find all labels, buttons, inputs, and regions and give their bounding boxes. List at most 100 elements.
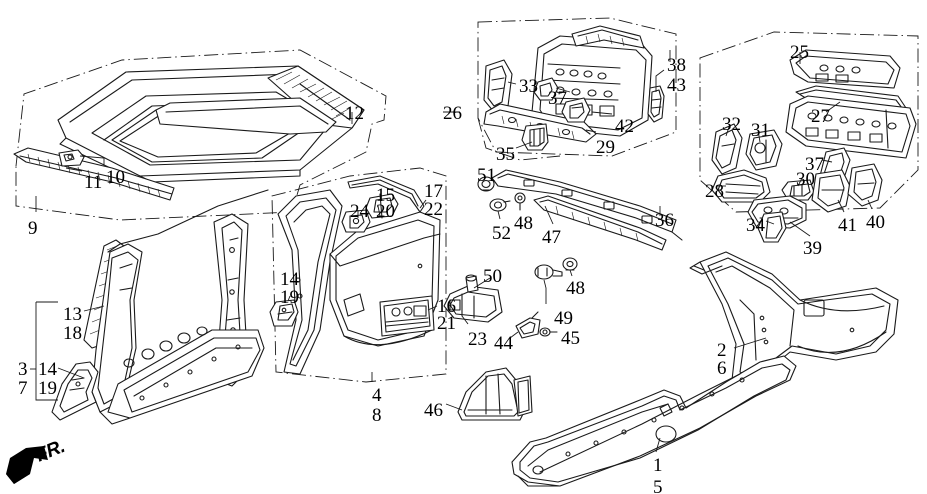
rear-structure-assembly: [711, 49, 917, 243]
leader-35: [515, 141, 533, 149]
callout-52: 52: [492, 223, 511, 244]
callout-1: 1: [653, 455, 663, 476]
callout-6: 6: [717, 358, 727, 379]
callout-9: 9: [28, 218, 38, 239]
callout-27: 27: [811, 106, 830, 127]
callout-16: 16: [437, 296, 456, 317]
callout-15: 15: [376, 185, 395, 206]
callout-4: 4: [372, 385, 382, 406]
callout-29: 29: [596, 137, 615, 158]
clip-51: [477, 176, 495, 192]
leader-52: [497, 210, 501, 220]
leader-37: [555, 87, 571, 93]
callout-18: 18: [63, 323, 82, 344]
leader-43: [655, 69, 665, 92]
roof-rail-secondary: [155, 97, 337, 135]
roof-group-boundary: [15, 49, 387, 221]
clip-48-bottom: [562, 257, 578, 271]
callout-43: 43: [667, 75, 686, 96]
rocker-sill-right: [511, 355, 797, 487]
bracket-14-19-mid: [269, 299, 299, 327]
bolt-49: [534, 264, 563, 280]
callout-37-right: 37: [805, 154, 824, 175]
leader-44: [509, 331, 519, 339]
callout-30: 30: [796, 169, 815, 190]
leader-10: [79, 155, 105, 166]
callout-21: 21: [437, 313, 456, 334]
callout-32: 32: [722, 114, 741, 135]
leader-11: [65, 167, 83, 172]
callout-40: 40: [866, 212, 885, 233]
rear-panel-assembly: [483, 25, 665, 151]
callout-49: 49: [554, 308, 573, 329]
callout-19-left: 19: [38, 378, 57, 399]
callout-37: 37: [548, 88, 567, 109]
quarter-panel-assembly: [277, 175, 441, 375]
leader-51: [482, 173, 487, 179]
callout-39: 39: [803, 238, 822, 259]
callout-28: 28: [705, 181, 724, 202]
callout-2: 2: [717, 340, 727, 361]
callout-23: 23: [468, 329, 487, 350]
leader-17-22: [419, 199, 427, 209]
callout-44: 44: [494, 333, 513, 354]
leader-14-19-left: [57, 367, 85, 379]
callout-34: 34: [746, 215, 765, 236]
body-side-outer-left: [51, 189, 269, 425]
leader-34: [765, 220, 775, 225]
leader-40: [867, 199, 873, 210]
clip-52: [489, 198, 511, 212]
leader-37b: [821, 159, 833, 163]
callout-10: 10: [106, 167, 125, 188]
callout-7: 7: [18, 378, 28, 399]
leader-33: [507, 81, 517, 85]
leader-32: [725, 123, 731, 137]
callout-17: 17: [424, 181, 443, 202]
callout-14-left: 14: [38, 359, 57, 380]
dimension-bracket-left: [30, 301, 58, 401]
leader-49: [543, 279, 547, 304]
leader-47: [544, 205, 554, 225]
rear-panel-group-boundary: [477, 17, 677, 161]
callout-8: 8: [372, 405, 382, 426]
leader-31: [757, 129, 761, 143]
clip-44: [515, 311, 541, 339]
front-direction-arrow: [6, 446, 48, 484]
callout-5: 5: [653, 477, 663, 494]
callout-20: 20: [376, 201, 395, 222]
leader-27: [825, 101, 841, 113]
callout-41: 41: [838, 215, 857, 236]
leader-42: [591, 111, 613, 115]
bracket-10: [58, 149, 85, 167]
callout-35: 35: [496, 144, 515, 165]
leader-46: [445, 403, 463, 411]
callout-38: 38: [667, 55, 686, 76]
callout-47: 47: [542, 227, 561, 248]
callout-14: 14: [280, 269, 299, 290]
callout-12: 12: [345, 103, 364, 124]
clip-45: [539, 327, 558, 337]
leader-39: [789, 221, 811, 237]
leader-50: [473, 277, 491, 289]
callout-51: 51: [477, 165, 496, 186]
callout-24: 24: [350, 201, 369, 222]
roof-drip-moulding-36: [491, 169, 683, 241]
leader-30: [797, 177, 803, 187]
leader-16-21: [427, 305, 438, 311]
callout-13: 13: [63, 304, 82, 325]
leader-1: [655, 437, 661, 453]
leader-2-6: [733, 337, 767, 349]
leader-20: [377, 205, 381, 217]
leader-13: [83, 305, 105, 312]
callout-31: 31: [751, 120, 770, 141]
callout-25: 25: [790, 42, 809, 63]
callout-45: 45: [561, 328, 580, 349]
callout-26: 26: [443, 103, 462, 124]
quarter-panel-group-boundary: [271, 167, 447, 383]
callout-48-bottom: 48: [566, 278, 585, 299]
callout-36: 36: [655, 210, 674, 231]
callout-3: 3: [18, 359, 28, 380]
leader-29: [585, 129, 597, 133]
